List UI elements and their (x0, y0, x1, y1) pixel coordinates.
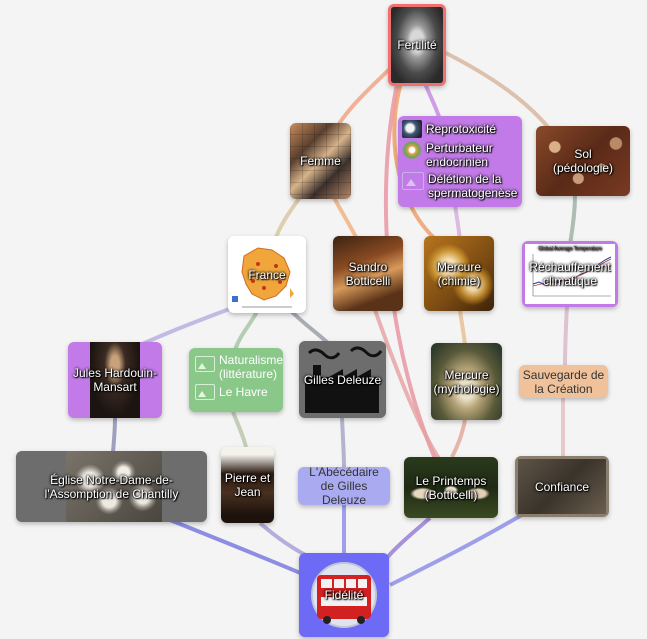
node-fertilite[interactable]: Fertilité (388, 4, 446, 86)
list-item-label: Le Havre (219, 385, 268, 399)
node-sol[interactable]: Sol (pédologie) (536, 126, 630, 196)
node-label: Sol (pédologie) (553, 147, 614, 175)
image-placeholder-icon (402, 172, 424, 190)
node-label: Mercure (chimie) (436, 259, 481, 288)
node-label: Pierre et Jean (224, 471, 271, 499)
node-mercure-chimie[interactable]: Mercure (chimie) (424, 236, 494, 311)
statue-image (391, 7, 443, 83)
factory-icon (305, 346, 383, 413)
edge-deleuze-abecedaire (340, 417, 346, 468)
image-placeholder-icon (195, 384, 215, 400)
node-label: France (248, 267, 286, 282)
image-placeholder-icon (195, 356, 215, 372)
edge-printemps-fidelite (383, 516, 432, 562)
node-label: Jules Hardouin-Mansart (72, 366, 158, 394)
node-printemps[interactable]: Le Printemps (Botticelli) (404, 457, 498, 518)
molecule-thumbnail (402, 120, 422, 138)
edge-confiance-fidelite (389, 508, 532, 587)
node-label: Gilles Deleuze (303, 372, 382, 387)
flower-thumbnail (402, 141, 422, 159)
london-bus-image (311, 562, 377, 628)
list-item-naturalisme[interactable]: Naturalisme (littérature) (195, 353, 283, 381)
node-label: Fertilité (397, 38, 437, 52)
node-label: L'Abécédaire de Gilles Deleuze (309, 467, 379, 505)
mansart-portrait-image (90, 342, 140, 418)
node-label: Sandro Botticelli (345, 259, 391, 288)
edge-mercure-mytho (458, 309, 467, 346)
edge-mansart-eglise (111, 417, 117, 453)
node-group-naturalisme[interactable]: Naturalisme (littérature) Le Havre (189, 348, 283, 412)
primavera-painting-image (404, 457, 498, 518)
node-deleuze[interactable]: Gilles Deleuze (299, 341, 386, 418)
node-rechauffement[interactable]: Global Average Temperature Réchauffement… (522, 241, 618, 307)
mercury-droplets-image (424, 236, 494, 311)
node-abecedaire[interactable]: L'Abécédaire de Gilles Deleuze (298, 467, 390, 505)
node-france[interactable]: France (228, 236, 306, 313)
node-femme[interactable]: Femme (290, 123, 351, 199)
node-label: Confiance (534, 479, 590, 494)
botticelli-portrait-image (333, 236, 403, 311)
node-label: Femme (300, 154, 341, 168)
list-item-perturbateur[interactable]: Perturbateur endocrinien (402, 141, 506, 169)
list-item-deletion[interactable]: Délétion de la spermatogenèse (402, 172, 520, 200)
list-item-le-havre[interactable]: Le Havre (195, 384, 268, 400)
list-item-label: Reprotoxicité (426, 122, 497, 136)
list-item-label: Délétion de la spermatogenèse (428, 172, 518, 200)
list-item-reprotoxicite[interactable]: Reprotoxicité (402, 120, 496, 138)
edge-france-naturalisme (233, 309, 260, 351)
node-botticelli[interactable]: Sandro Botticelli (333, 236, 403, 311)
temperature-chart-image: Global Average Temperature (525, 244, 615, 304)
svg-text:Global Average Temperature: Global Average Temperature (538, 246, 602, 252)
mercury-statue-image (431, 343, 502, 420)
node-mansart[interactable]: Jules Hardouin-Mansart (68, 342, 162, 418)
edge-botticelli-printemps (373, 309, 442, 462)
node-group-reprotoxicite[interactable]: Reprotoxicité Perturbateur endocrinien D… (398, 116, 522, 207)
node-label: Sauvegarde de la Création (522, 367, 605, 396)
node-label: Église Notre-Dame-de-l'Assomption de Cha… (44, 472, 179, 501)
list-item-label: Naturalisme (littérature) (219, 353, 283, 381)
edge-mytho-printemps (450, 419, 467, 458)
node-confiance[interactable]: Confiance (515, 456, 609, 517)
edge-rechauffement-sauvegarde (563, 304, 569, 366)
edge-france-deleuze (288, 308, 332, 347)
soil-image (536, 126, 630, 196)
node-fidelite[interactable]: Fidélité (299, 553, 389, 637)
node-label: Fidélité (324, 588, 364, 602)
confiance-plaque-image (515, 456, 609, 517)
portrait-grid-image (290, 123, 351, 199)
list-item-label: Perturbateur endocrinien (426, 141, 493, 169)
church-stones-image (66, 451, 162, 522)
edge-naturalisme-pierre (231, 411, 248, 448)
edge-eglise-fidelite (169, 518, 306, 577)
book-cover-image (221, 447, 274, 523)
node-label: Le Printemps (Botticelli) (415, 473, 487, 502)
node-pierre-jean[interactable]: Pierre et Jean (221, 447, 274, 523)
node-mercure-mytho[interactable]: Mercure (mythologie) (431, 343, 502, 420)
node-label: Mercure (mythologie) (433, 367, 500, 396)
node-eglise[interactable]: Église Notre-Dame-de-l'Assomption de Cha… (16, 451, 207, 522)
node-sauvegarde[interactable]: Sauvegarde de la Création (519, 365, 608, 398)
edge-sol-rechauffement (568, 194, 577, 246)
france-map-image (232, 247, 294, 308)
node-label: Réchauffement climatique (529, 260, 611, 288)
